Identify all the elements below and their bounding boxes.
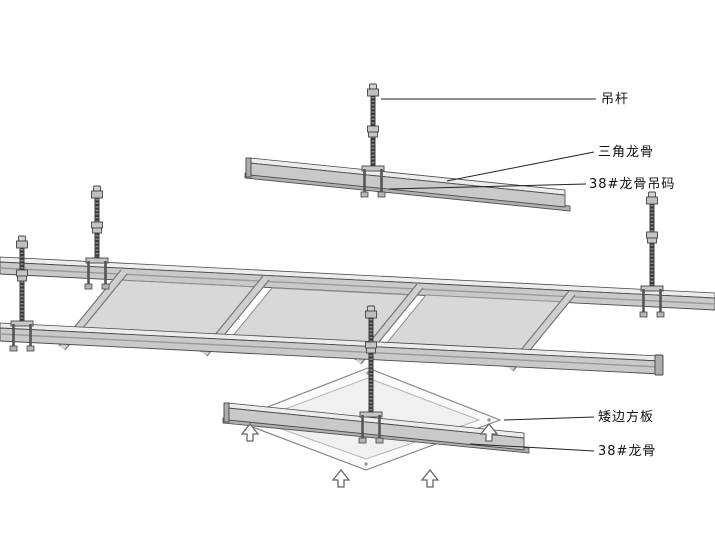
clip-foot <box>9 345 18 352</box>
clip-plate <box>10 320 34 327</box>
clip-foot <box>656 311 665 318</box>
clip-foot <box>84 283 93 290</box>
clip-foot <box>101 283 110 290</box>
triangle-keel-endcap <box>245 157 252 178</box>
rod-nut-lower <box>366 347 376 354</box>
rod-cap <box>367 305 375 312</box>
rod-hex-head <box>646 196 658 205</box>
leader-keel-38 <box>469 443 595 452</box>
rod-nut-upper <box>91 221 103 229</box>
keel-clip-bottom <box>358 411 384 444</box>
triangle-keel-top <box>244 157 571 212</box>
clip-plate <box>85 257 109 264</box>
clip-foot <box>375 437 384 444</box>
label-triangle-keel: 三角龙骨 <box>598 145 655 160</box>
rod-cap <box>93 185 101 192</box>
rod-nut-upper <box>367 125 379 133</box>
hanger-rod-right <box>639 191 665 318</box>
rod-nut-upper <box>365 341 377 349</box>
carrier-keel-back-rib <box>0 256 715 299</box>
label-keel-38: 38#龙骨 <box>598 444 657 459</box>
carrier-keel-front-endcap <box>654 354 664 376</box>
rod-hex-head <box>16 240 28 249</box>
rod-hex-head <box>91 190 103 199</box>
label-keel-clip: 38#龙骨吊码 <box>589 177 676 192</box>
rod-hex-head <box>367 88 379 97</box>
clip-foot <box>358 437 367 444</box>
panel-corner-dot <box>364 462 368 466</box>
carrier-keel-front <box>0 322 664 376</box>
arrow-up-icon <box>332 469 350 488</box>
keel-clip-top <box>360 165 386 198</box>
rod-nut-lower <box>17 275 27 282</box>
hanger-rod-far-left <box>9 235 35 352</box>
keel-38-endcap <box>223 402 230 423</box>
clip-foot <box>26 345 35 352</box>
rod-nut-upper <box>646 231 658 239</box>
panel-corner-dot <box>487 418 491 422</box>
keel-clip-left <box>84 257 110 290</box>
rod-nut-lower <box>368 131 378 138</box>
label-square-panel: 矮边方板 <box>598 410 655 425</box>
hanger-rod-top <box>360 83 386 198</box>
hanger-rod-left <box>84 185 110 290</box>
rod-nut-lower <box>92 227 102 234</box>
rod-shaft <box>19 248 25 321</box>
label-hanger-rod: 吊杆 <box>601 92 630 107</box>
clip-plate <box>361 165 385 172</box>
carrier-keel-back <box>0 256 715 311</box>
clip-plate <box>359 411 383 418</box>
leader-triangle-keel <box>446 151 595 182</box>
hanger-rod-bottom <box>358 305 384 444</box>
rod-nut-lower <box>647 237 657 244</box>
keel-clip-far-left <box>9 320 35 352</box>
rod-shaft <box>368 318 374 412</box>
clip-foot <box>639 311 648 318</box>
leader-keel-clip <box>388 183 587 190</box>
leader-square-panel <box>503 416 595 421</box>
rod-hex-head <box>365 310 377 319</box>
carrier-keel-front-groove <box>0 333 661 368</box>
clip-plate <box>640 285 664 292</box>
rod-cap <box>369 83 377 90</box>
leader-lines <box>381 98 596 452</box>
keel-clip-right <box>639 285 665 318</box>
rod-nut-upper <box>16 269 28 277</box>
clip-foot <box>360 191 369 198</box>
rod-cap <box>18 235 26 242</box>
arrow-up-icon <box>421 469 439 488</box>
clip-foot <box>377 191 386 198</box>
keel-38-bottom <box>222 402 530 454</box>
